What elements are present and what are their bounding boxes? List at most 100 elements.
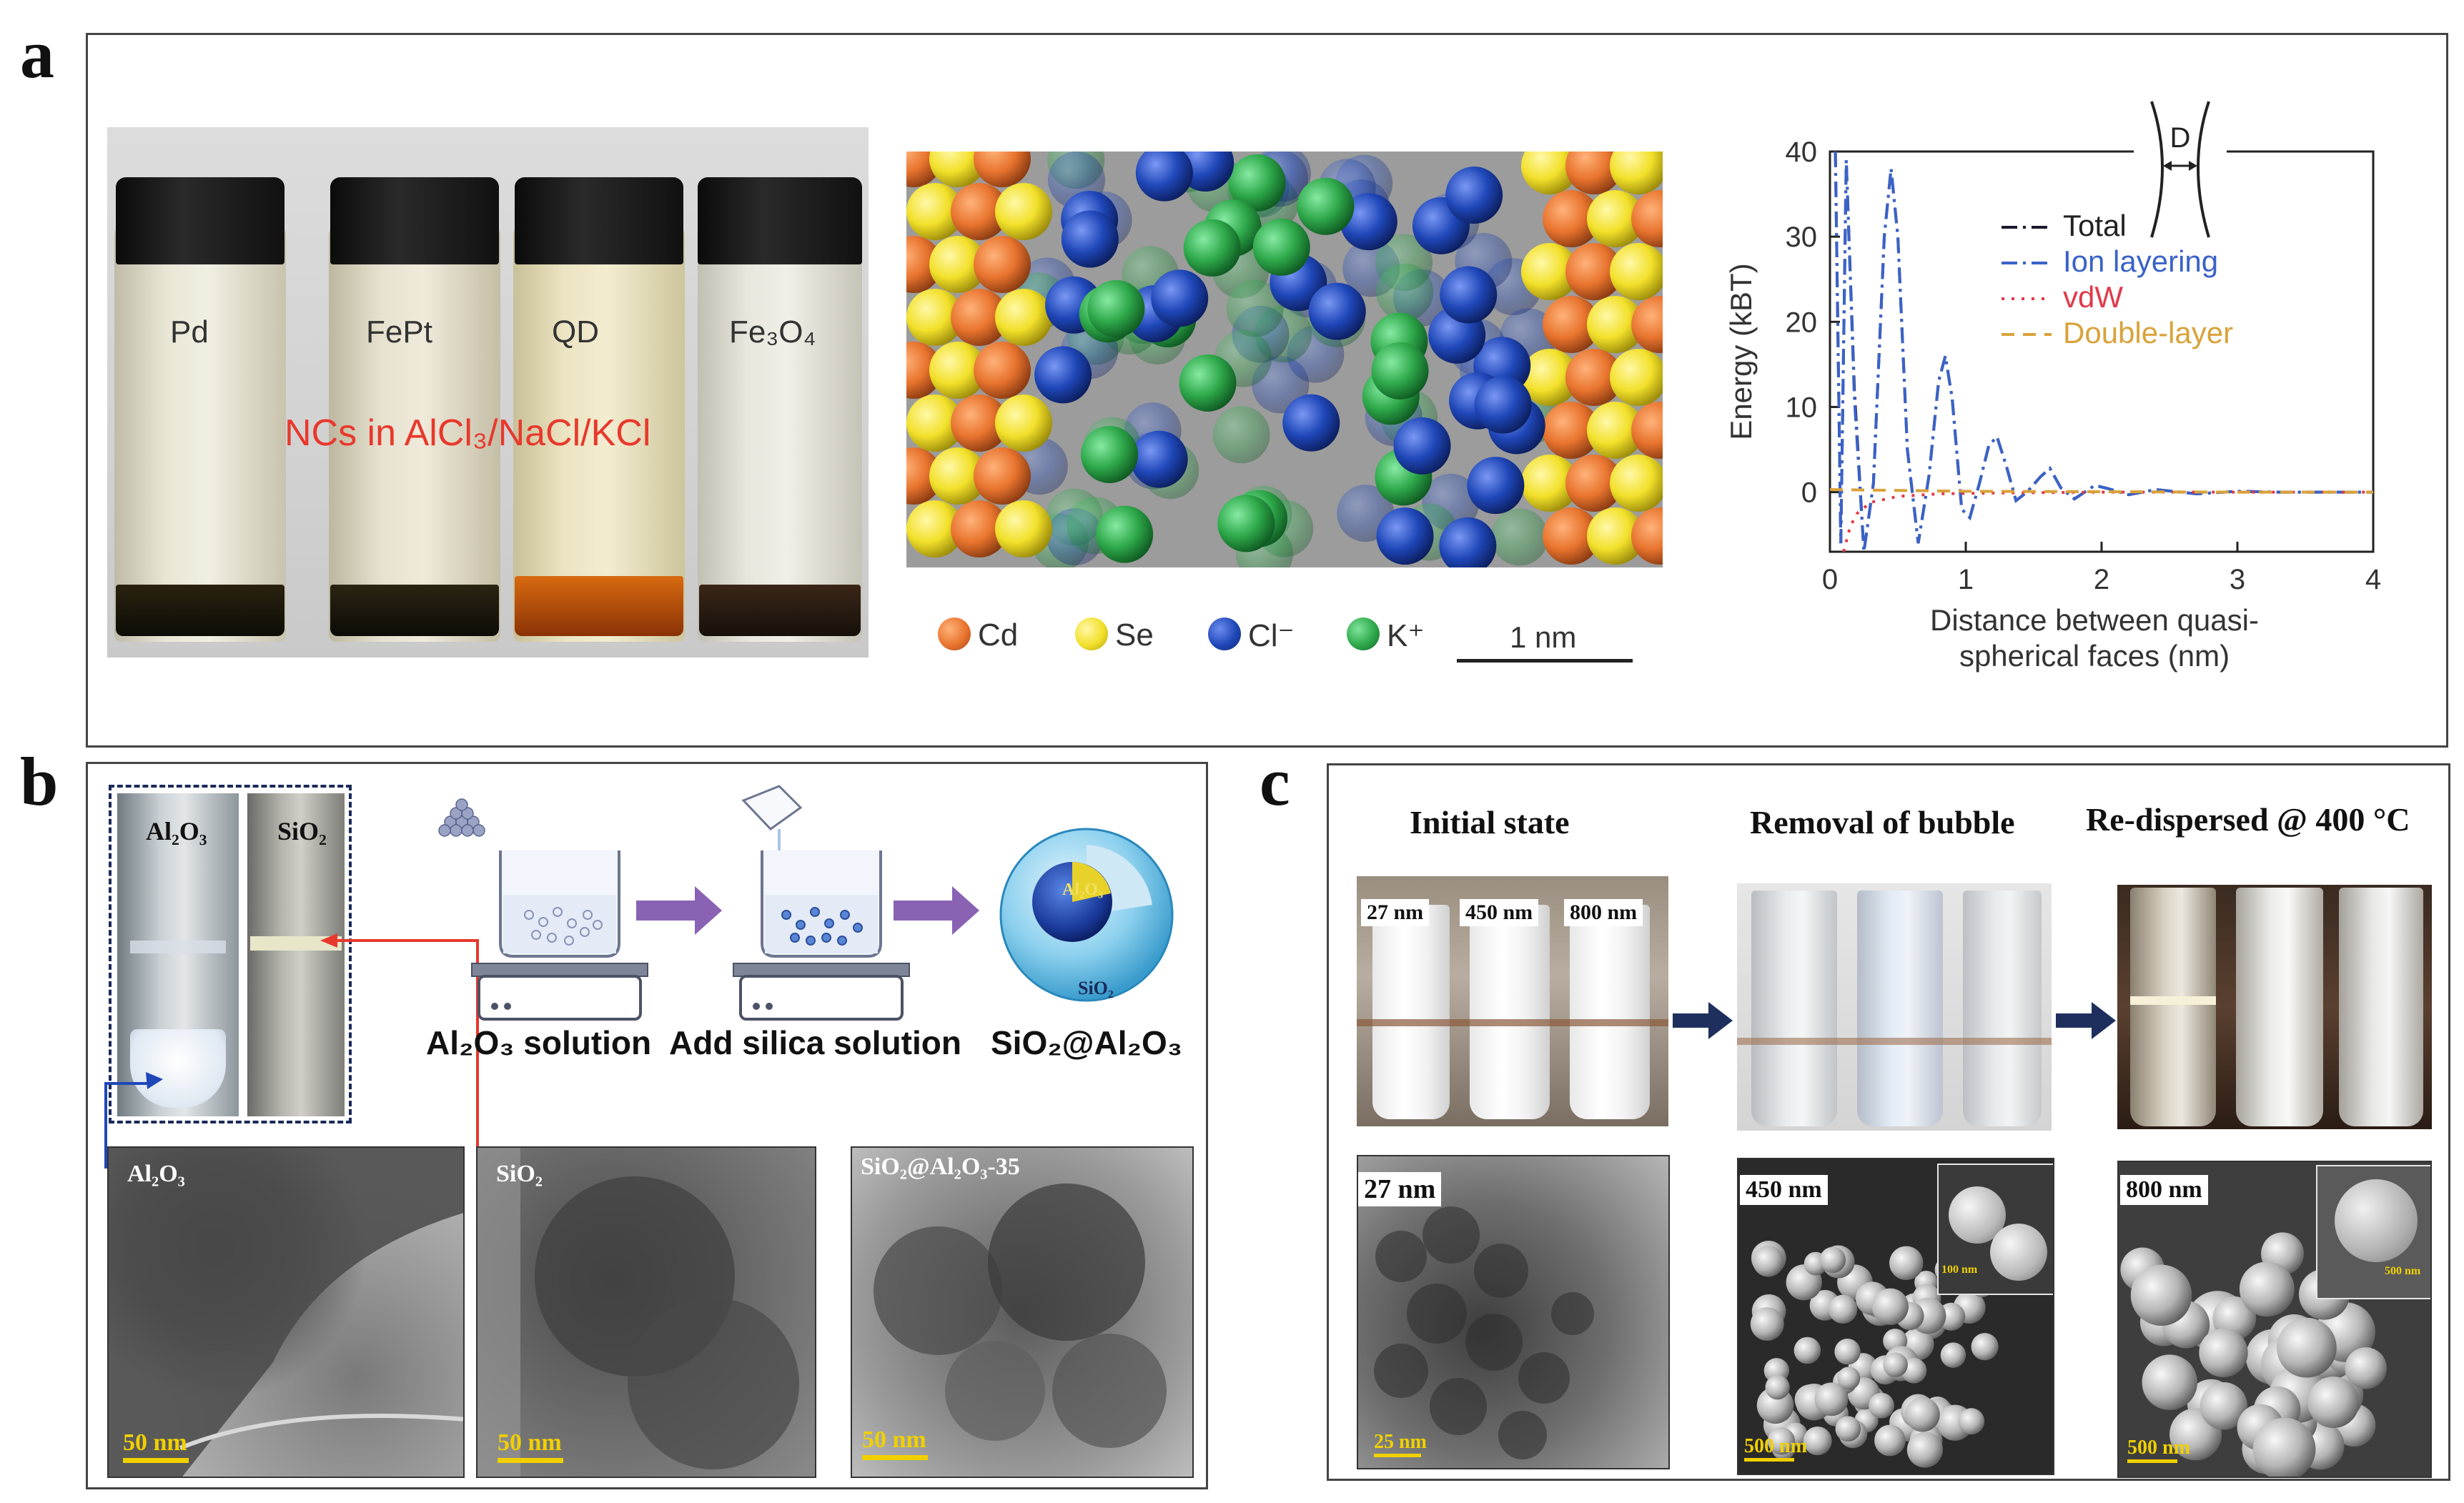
legend-dot-se [1075, 617, 1108, 650]
process-arrow-2 [894, 886, 979, 935]
sem-sphere [1871, 1288, 1909, 1325]
legend-label-cd: Cd [978, 617, 1019, 653]
core-shell-sphere-icon [999, 828, 1174, 1002]
step-label-2: Add silica solution [669, 1024, 961, 1061]
tube-label-800nm: 800 nm [1564, 899, 1643, 926]
tube-al2o3-band [130, 941, 226, 953]
blue-arrowhead [146, 1072, 163, 1089]
process-arrow-1 [636, 886, 722, 935]
micro-scale-bar-450nm [1744, 1458, 1794, 1462]
sem-sphere [2130, 1264, 2192, 1326]
md-particle [1252, 218, 1310, 276]
md-particle [1521, 349, 1578, 406]
sem-sphere [1767, 1427, 1796, 1455]
md-particle [974, 342, 1031, 399]
panel-letter-c: c [1260, 743, 1290, 820]
md-particle [1080, 425, 1138, 483]
micro-label-800nm: 800 nm [2120, 1175, 2208, 1205]
vials-caption: NCs in AlCl₃/NaCl/KCl [285, 412, 651, 454]
md-particle [1610, 349, 1663, 406]
sem-450nm [1737, 1158, 2054, 1475]
tem-27nm [1357, 1155, 1670, 1469]
vial-label-fe3o4: Fe₃O₄ [729, 314, 816, 349]
legend-dot-cl [1208, 617, 1241, 650]
tube-removal-3 [1963, 891, 2042, 1126]
vial-liquid-fept [330, 585, 499, 636]
tube-rack-bar [1357, 1019, 1668, 1026]
sem-sphere [1752, 1246, 1784, 1277]
sem-sphere [1905, 1397, 1940, 1432]
tube-initial-2 [1470, 905, 1550, 1119]
tem-scale-label-sio2-al2o3: 50 nm [862, 1427, 926, 1453]
micro-label-450nm: 450 nm [1740, 1175, 1828, 1205]
sem-sphere [1906, 1432, 1943, 1468]
tube-redispersed-2 [2236, 888, 2323, 1126]
sem-800nm-particles [2120, 1232, 2387, 1477]
md-particles [906, 152, 1663, 567]
sem-sphere [1940, 1342, 1966, 1368]
sem-sphere [1828, 1294, 1858, 1324]
tube-photo-box [109, 785, 352, 1123]
sem-sphere [1874, 1424, 1906, 1457]
tem-label-sio2-al2o3: SiO₂@Al₂O₃-35 [861, 1154, 1020, 1180]
tem-sio2-al2o3 [851, 1146, 1194, 1478]
md-particle [1587, 296, 1644, 353]
md-particle [1212, 406, 1270, 464]
beaker-1-icon [471, 850, 648, 1021]
sem-sphere [2307, 1376, 2360, 1429]
inset-arrowhead-right [2189, 161, 2197, 171]
sem-sphere [1889, 1246, 1924, 1281]
tube-photo-sio2 [247, 793, 345, 1116]
vials-photo: Pd FePt QD Fe₃O₄ NCs in AlCl₃/NaCl/KCl [107, 127, 869, 658]
y-tick-label: 0 [1801, 477, 1817, 509]
md-particle [1587, 190, 1644, 247]
tube-removal-2 [1857, 891, 1943, 1126]
sem-450nm-particles [1750, 1240, 1999, 1468]
inset-left-face [2150, 101, 2164, 238]
series-line-vdw [1842, 490, 2373, 552]
md-particle [1631, 507, 1663, 565]
md-particle [1183, 219, 1241, 277]
sem-sphere [1834, 1339, 1861, 1365]
md-legend: Cd Se Cl⁻ K⁺ [938, 613, 1438, 656]
beaker-2-icon [733, 850, 910, 1021]
tem-scale-label-al2o3: 50 nm [123, 1429, 187, 1456]
tube-removal-1 [1751, 891, 1837, 1126]
md-particle [1130, 430, 1188, 488]
y-tick-label: 10 [1786, 392, 1818, 423]
tube-label-27nm: 27 nm [1361, 899, 1430, 926]
micro-scale-label-27nm: 25 nm [1374, 1431, 1427, 1453]
x-axis-label: Distance between quasi- [1930, 603, 2259, 637]
md-particle [951, 289, 1008, 346]
md-particle [1610, 455, 1663, 512]
md-particle [906, 395, 964, 452]
tube-label-sio2: SiO₂ [277, 817, 327, 845]
md-particle [1440, 266, 1498, 324]
tem-label-al2o3: Al₂O₃ [127, 1161, 185, 1187]
sem-sphere [2276, 1317, 2337, 1378]
vial-fept [329, 227, 500, 642]
tube-al2o3-sediment [130, 1029, 226, 1108]
md-scale-bar [1457, 659, 1633, 663]
md-particle [1543, 507, 1600, 565]
vial-liquid-qd [515, 576, 683, 636]
md-particle [1543, 296, 1600, 353]
md-particle [1179, 354, 1237, 412]
y-tick-label: 40 [1786, 137, 1818, 168]
sem-sphere [1835, 1416, 1861, 1442]
inset-sphere-2 [1990, 1224, 2047, 1281]
sem-450nm-inset [1937, 1164, 2053, 1295]
sem-sphere [2239, 1261, 2295, 1317]
sem-800nm [2117, 1161, 2432, 1478]
sem-sphere [2199, 1328, 2248, 1377]
vial-pd [114, 227, 286, 642]
md-particle [974, 152, 1031, 187]
tube-redispersed-band [2130, 996, 2216, 1005]
md-particle [1371, 342, 1429, 400]
md-particle [1308, 282, 1366, 340]
arrow-c-2 [2056, 1002, 2116, 1039]
y-axis-label: Energy (kBT) [1724, 263, 1758, 440]
column-title-initial: Initial state [1410, 804, 1570, 840]
md-particle [1610, 243, 1663, 300]
